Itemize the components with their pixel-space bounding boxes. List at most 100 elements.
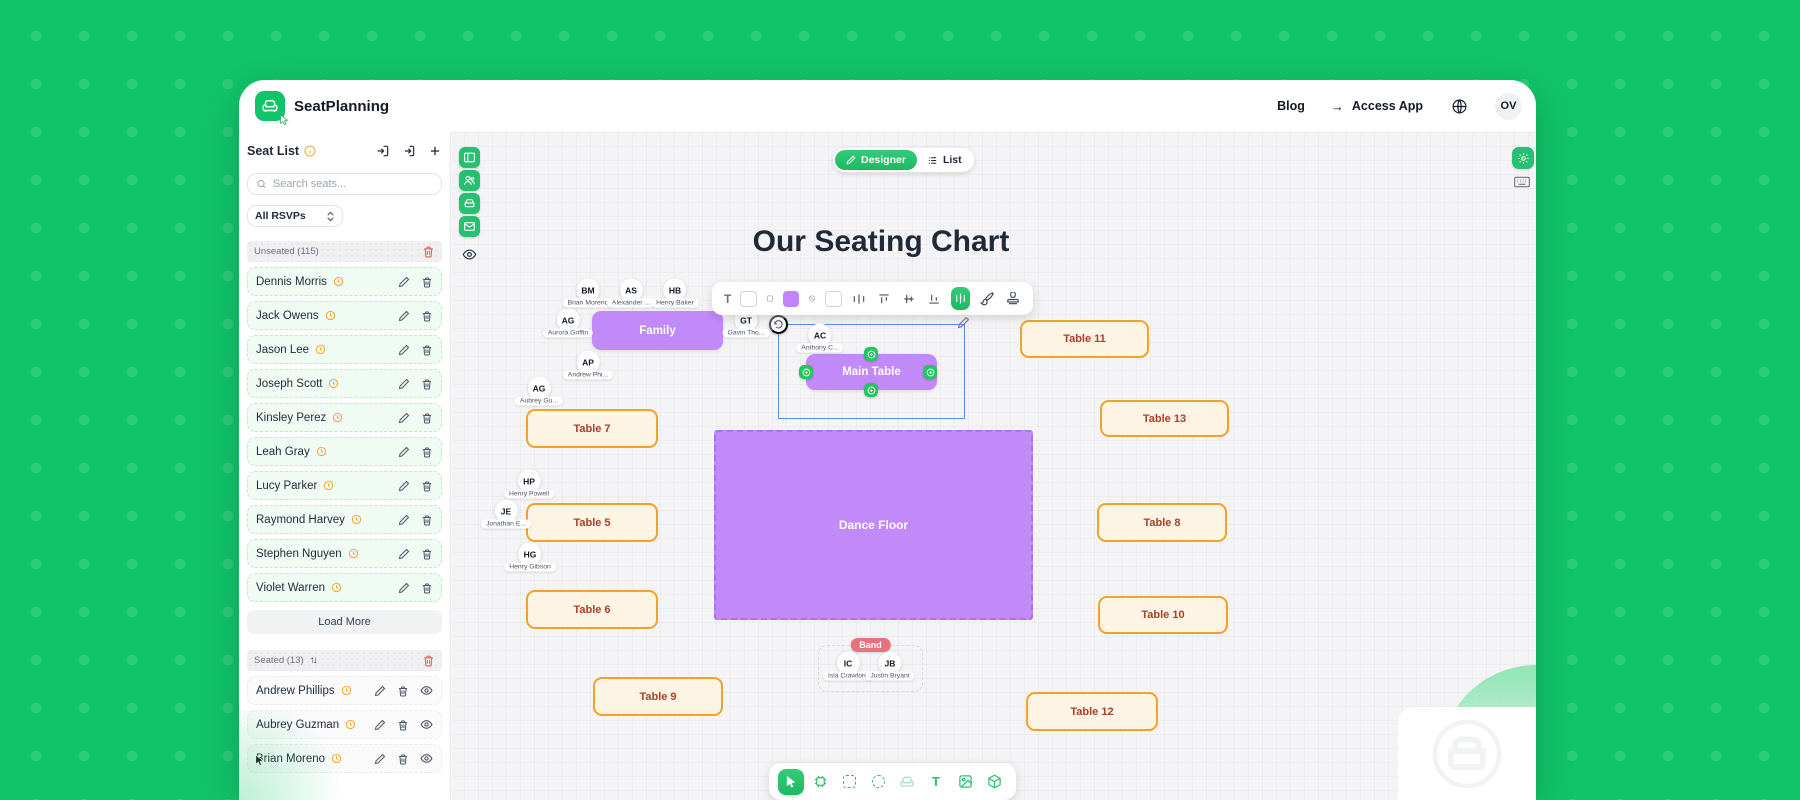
delete-guest-button[interactable] <box>421 446 433 458</box>
guest-row[interactable]: Kinsley Perez <box>247 403 442 432</box>
distribute-horizontal-icon[interactable] <box>851 292 867 306</box>
guest-row[interactable]: Raymond Harvey <box>247 505 442 534</box>
align-bottom-icon[interactable] <box>926 292 942 306</box>
guest-row[interactable]: Lucy Parker <box>247 471 442 500</box>
stamp-icon[interactable] <box>1005 291 1021 306</box>
guest-table[interactable]: Table 13 <box>1100 400 1229 437</box>
edit-guest-button[interactable] <box>398 480 410 492</box>
canvas-settings-button[interactable] <box>1512 147 1534 169</box>
guest-row[interactable]: Jack Owens <box>247 301 442 330</box>
seat-tool-button[interactable] <box>894 769 920 795</box>
seats-panel-button[interactable] <box>459 193 480 214</box>
delete-guest-button[interactable] <box>421 310 433 322</box>
list-mode-button[interactable]: List <box>917 150 972 170</box>
edit-guest-button[interactable] <box>398 582 410 594</box>
search-seats-input[interactable] <box>272 178 433 190</box>
fill-color-swatch[interactable] <box>782 290 800 307</box>
delete-guest-button[interactable] <box>397 719 409 731</box>
guest-row[interactable]: Brian Moreno <box>247 744 442 773</box>
add-guest-button[interactable] <box>428 144 442 158</box>
designer-mode-button[interactable]: Designer <box>835 150 917 170</box>
delete-guest-button[interactable] <box>397 753 409 765</box>
select-tool-button[interactable] <box>778 768 804 795</box>
rotate-handle[interactable] <box>769 315 788 334</box>
guest-row[interactable]: Dennis Morris <box>247 267 442 296</box>
guest-row[interactable]: Violet Warren <box>247 573 442 602</box>
guest-row[interactable]: Aubrey Guzman <box>247 710 442 739</box>
guest-row[interactable]: Andrew Phillips <box>247 676 442 705</box>
add-seat-left-button[interactable] <box>799 365 813 379</box>
keyboard-shortcuts-button[interactable] <box>1514 176 1530 188</box>
export-guests-button[interactable] <box>402 144 416 158</box>
add-seat-right-button[interactable] <box>923 365 937 379</box>
preview-eye-button[interactable] <box>459 247 480 262</box>
guests-panel-button[interactable] <box>459 170 480 191</box>
mail-panel-button[interactable] <box>459 216 480 237</box>
blog-link[interactable]: Blog <box>1277 99 1305 113</box>
user-avatar[interactable]: OV <box>1495 92 1522 120</box>
text-color-swatch[interactable] <box>740 290 757 307</box>
rectangle-tool-button[interactable] <box>836 769 862 795</box>
dance-floor[interactable]: Dance Floor <box>714 430 1033 620</box>
guest-row[interactable]: Stephen Nguyen <box>247 539 442 568</box>
view-guest-button[interactable] <box>420 684 433 697</box>
view-guest-button[interactable] <box>420 718 433 731</box>
delete-guest-button[interactable] <box>421 378 433 390</box>
delete-guest-button[interactable] <box>397 685 409 697</box>
paintbrush-icon[interactable] <box>979 291 996 306</box>
delete-guest-button[interactable] <box>421 276 433 288</box>
edit-guest-button[interactable] <box>374 685 386 697</box>
guest-row[interactable]: Leah Gray <box>247 437 442 466</box>
load-more-button[interactable]: Load More <box>247 610 442 634</box>
add-seat-bottom-button[interactable] <box>864 383 878 397</box>
edit-guest-button[interactable] <box>398 412 410 424</box>
text-tool-button[interactable]: T <box>923 769 949 795</box>
guest-table[interactable]: Table 10 <box>1098 596 1228 634</box>
sort-icon[interactable]: ↑↓ <box>309 655 318 666</box>
guest-table[interactable]: Table 8 <box>1097 503 1227 542</box>
align-middle-icon[interactable] <box>901 292 917 306</box>
edit-guest-button[interactable] <box>398 378 410 390</box>
image-tool-button[interactable] <box>952 769 978 795</box>
guest-table[interactable]: Table 12 <box>1026 692 1158 731</box>
delete-all-seated-button[interactable] <box>422 654 435 667</box>
edit-guest-button[interactable] <box>398 514 410 526</box>
guest-table[interactable]: Table 5 <box>526 503 658 542</box>
edit-guest-button[interactable] <box>398 548 410 560</box>
guest-table[interactable]: Table 6 <box>526 590 658 629</box>
info-icon[interactable] <box>304 145 316 157</box>
guest-table[interactable]: Table 7 <box>526 409 658 448</box>
language-globe-icon[interactable] <box>1449 96 1469 116</box>
delete-guest-button[interactable] <box>421 412 433 424</box>
edit-guest-button[interactable] <box>374 719 386 731</box>
guest-table[interactable]: Table 11 <box>1020 320 1149 358</box>
delete-guest-button[interactable] <box>421 582 433 594</box>
delete-guest-button[interactable] <box>421 480 433 492</box>
access-app-link[interactable]: → Access App <box>1331 99 1423 114</box>
guest-table[interactable]: Table 9 <box>593 677 723 716</box>
family-table[interactable]: Family <box>592 311 723 350</box>
import-guests-button[interactable] <box>376 144 390 158</box>
shapes-tool-button[interactable] <box>981 769 1007 795</box>
add-seat-top-button[interactable] <box>864 347 878 361</box>
rsvp-filter-select[interactable]: All RSVPs <box>247 205 343 227</box>
edit-guest-button[interactable] <box>398 276 410 288</box>
guest-row[interactable]: Jason Lee <box>247 335 442 364</box>
delete-guest-button[interactable] <box>421 548 433 560</box>
edit-guest-button[interactable] <box>374 753 386 765</box>
guest-row[interactable]: Joseph Scott <box>247 369 442 398</box>
band-zone[interactable]: Band <box>818 638 923 692</box>
edit-guest-button[interactable] <box>398 344 410 356</box>
distribute-selected-button[interactable] <box>950 287 971 310</box>
